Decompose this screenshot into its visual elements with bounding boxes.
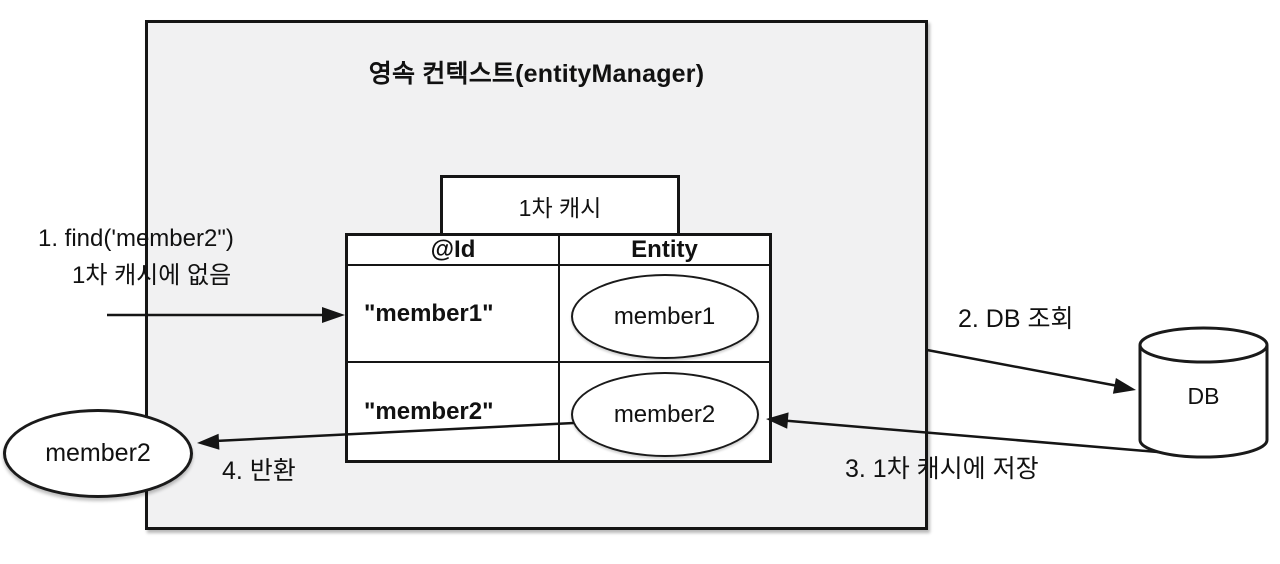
first-level-cache-table: @Id Entity "member1" member1 "member2" m… (345, 233, 772, 463)
db-label: DB (1187, 383, 1220, 409)
first-level-cache-label: 1차 캐시 (518, 194, 602, 221)
member2-entity-label: member2 (613, 400, 716, 428)
step3-store-in-cache-label: 3. 1차 캐시에 저장 (845, 455, 1039, 483)
step1-line1: 1. find('member2") (38, 225, 234, 252)
column-header-id: @Id (348, 236, 560, 266)
table-row-member2-id: "member2" (348, 363, 560, 460)
table-row-member1-entity-cell: member1 (560, 266, 769, 363)
returned-member2-ellipse: member2 (3, 409, 193, 498)
column-header-entity: Entity (560, 236, 769, 266)
table-row-member1-id: "member1" (348, 266, 560, 363)
table-row-member2-entity-cell: member2 (560, 363, 769, 460)
member1-entity-label: member1 (613, 302, 716, 330)
persistence-context-title: 영속 컨텍스트(entityManager) (368, 60, 705, 88)
returned-member2-label: member2 (45, 439, 151, 467)
step1-line2: 1차 캐시에 없음 (72, 262, 232, 289)
first-level-cache-tab: 1차 캐시 (440, 175, 680, 236)
step2-db-query-label: 2. DB 조회 (958, 305, 1074, 333)
member2-entity-ellipse: member2 (570, 372, 759, 457)
step1-find-label: 1. find('member2") 1차 캐시에 없음 (38, 220, 234, 294)
arrow-step2-db-query (926, 348, 1136, 394)
step4-return-label: 4. 반환 (222, 457, 296, 485)
member1-entity-ellipse: member1 (570, 274, 759, 359)
